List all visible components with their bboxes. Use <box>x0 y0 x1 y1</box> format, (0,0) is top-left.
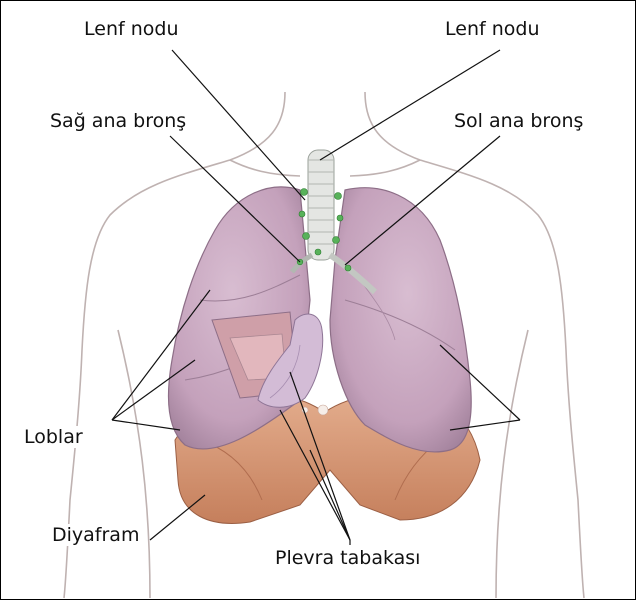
label-lymph-node-right: Lenf nodu <box>443 18 541 40</box>
label-diaphragm: Diyafram <box>50 524 141 546</box>
label-lymph-node-left: Lenf nodu <box>82 18 180 40</box>
label-right-main-bronchus: Sağ ana bronş <box>48 110 188 132</box>
label-left-main-bronchus: Sol ana bronş <box>452 110 585 132</box>
label-pleura: Plevra tabakası <box>273 547 422 569</box>
label-lobes: Loblar <box>22 426 85 448</box>
